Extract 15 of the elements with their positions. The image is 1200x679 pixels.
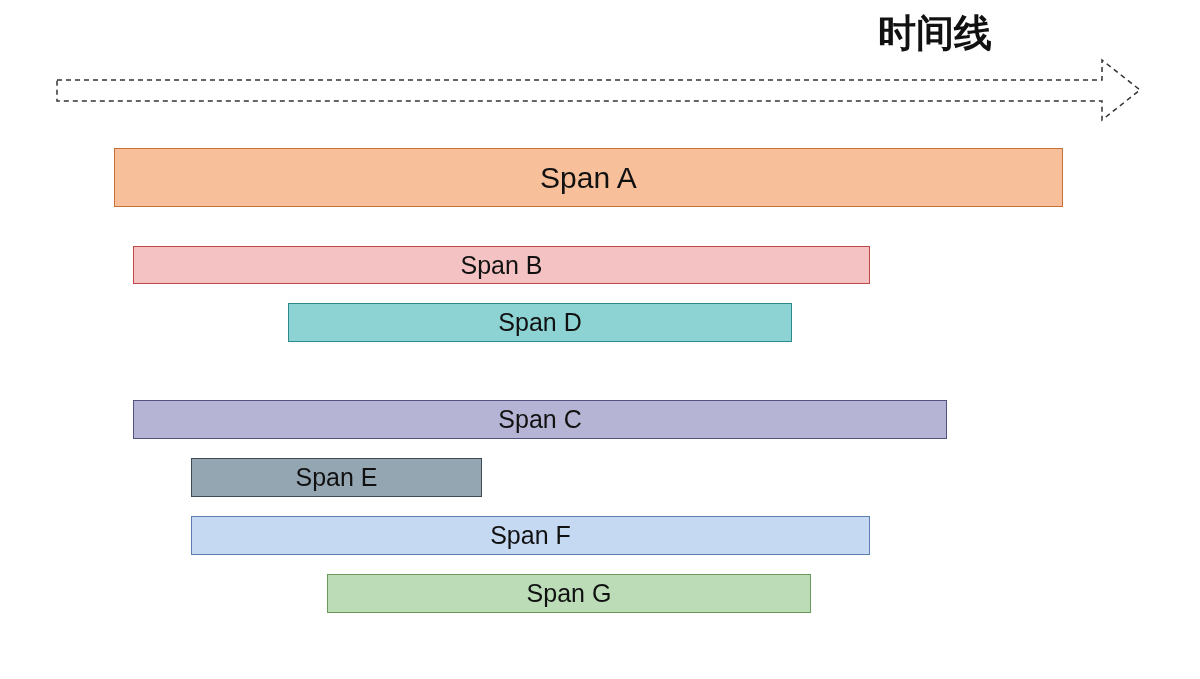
span-bar	[191, 458, 482, 497]
span-label: Span F	[490, 521, 571, 550]
span-label: Span A	[540, 160, 637, 195]
span-bar	[288, 303, 792, 342]
span-bar	[327, 574, 811, 613]
span-label: Span E	[295, 463, 378, 492]
span-label: Span C	[498, 405, 582, 434]
span-label: Span G	[526, 579, 612, 608]
span-bar	[133, 400, 947, 439]
span-label: Span B	[460, 250, 543, 280]
span-bar	[114, 148, 1063, 207]
span-bar	[191, 516, 870, 555]
timeline-label: 时间线	[878, 10, 992, 57]
span-label: Span D	[498, 308, 582, 337]
span-bar	[133, 246, 870, 284]
